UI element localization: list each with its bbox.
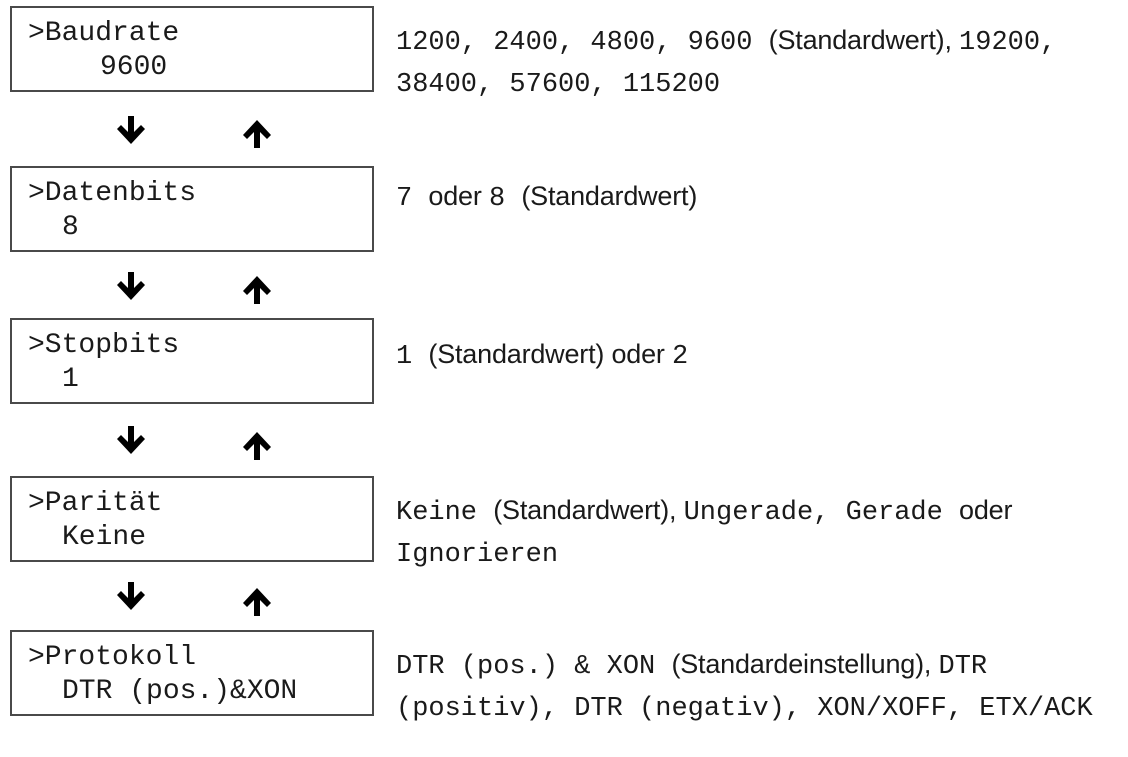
lcd-stopbits: >Stopbits 1	[10, 318, 374, 404]
description-part: Ungerade, Gerade	[683, 498, 960, 528]
arrow-down-icon	[117, 580, 145, 612]
description-part: 1	[396, 342, 429, 372]
lcd-datenbits: >Datenbits 8	[10, 166, 374, 252]
lcd-protokoll: >Protokoll DTR (pos.)&XON	[10, 630, 374, 716]
description-part: oder	[428, 181, 489, 211]
description-paritaet: Keine (Standardwert), Ungerade, Gerade o…	[396, 490, 1122, 575]
menu-value: 1	[62, 364, 79, 395]
description-part: Ignorieren	[396, 540, 559, 570]
description-part: (Standardwert),	[493, 495, 684, 525]
arrow-up-icon	[243, 274, 271, 306]
lcd-paritaet: >Parität Keine	[10, 476, 374, 562]
menu-title: >Baudrate	[28, 18, 180, 49]
menu-value: Keine	[62, 522, 147, 553]
menu-value: 9600	[100, 52, 168, 83]
description-part: DTR (pos.) & XON	[396, 652, 672, 682]
arrow-down-icon	[117, 114, 145, 146]
description-part: (Standardwert)	[521, 181, 698, 211]
description-part: (Standardeinstellung),	[671, 649, 939, 679]
description-part: 2	[672, 342, 689, 372]
menu-title: >Stopbits	[28, 330, 180, 361]
description-part: 7	[396, 184, 429, 214]
description-datenbits: 7 oder 8 (Standardwert)	[396, 176, 1122, 219]
arrow-down-icon	[117, 424, 145, 456]
description-part: DTR (positiv), DTR (negativ), XON/XOFF, …	[396, 652, 1093, 724]
description-baudrate: 1200, 2400, 4800, 9600 (Standardwert), 1…	[396, 20, 1122, 105]
description-part: (Standardwert) oder	[428, 339, 673, 369]
menu-title: >Protokoll	[28, 642, 197, 673]
description-stopbits: 1 (Standardwert) oder 2	[396, 334, 1122, 377]
arrow-up-icon	[243, 430, 271, 462]
menu-title: >Parität	[28, 488, 163, 519]
description-part: (Standardwert),	[768, 25, 960, 55]
arrow-down-icon	[117, 270, 145, 302]
description-part: Keine	[396, 498, 494, 528]
description-part: 8	[488, 184, 522, 214]
description-part: 1200, 2400, 4800, 9600	[396, 28, 769, 58]
arrow-up-icon	[243, 118, 271, 150]
arrow-up-icon	[243, 586, 271, 618]
menu-value: 8	[62, 212, 79, 243]
description-part: 19200, 38400, 57600, 115200	[396, 28, 1057, 100]
lcd-baudrate: >Baudrate 9600	[10, 6, 374, 92]
menu-value: DTR (pos.)&XON	[62, 676, 298, 707]
menu-title: >Datenbits	[28, 178, 197, 209]
description-protokoll: DTR (pos.) & XON (Standardeinstellung), …	[396, 644, 1122, 729]
description-part: oder	[959, 495, 1013, 525]
